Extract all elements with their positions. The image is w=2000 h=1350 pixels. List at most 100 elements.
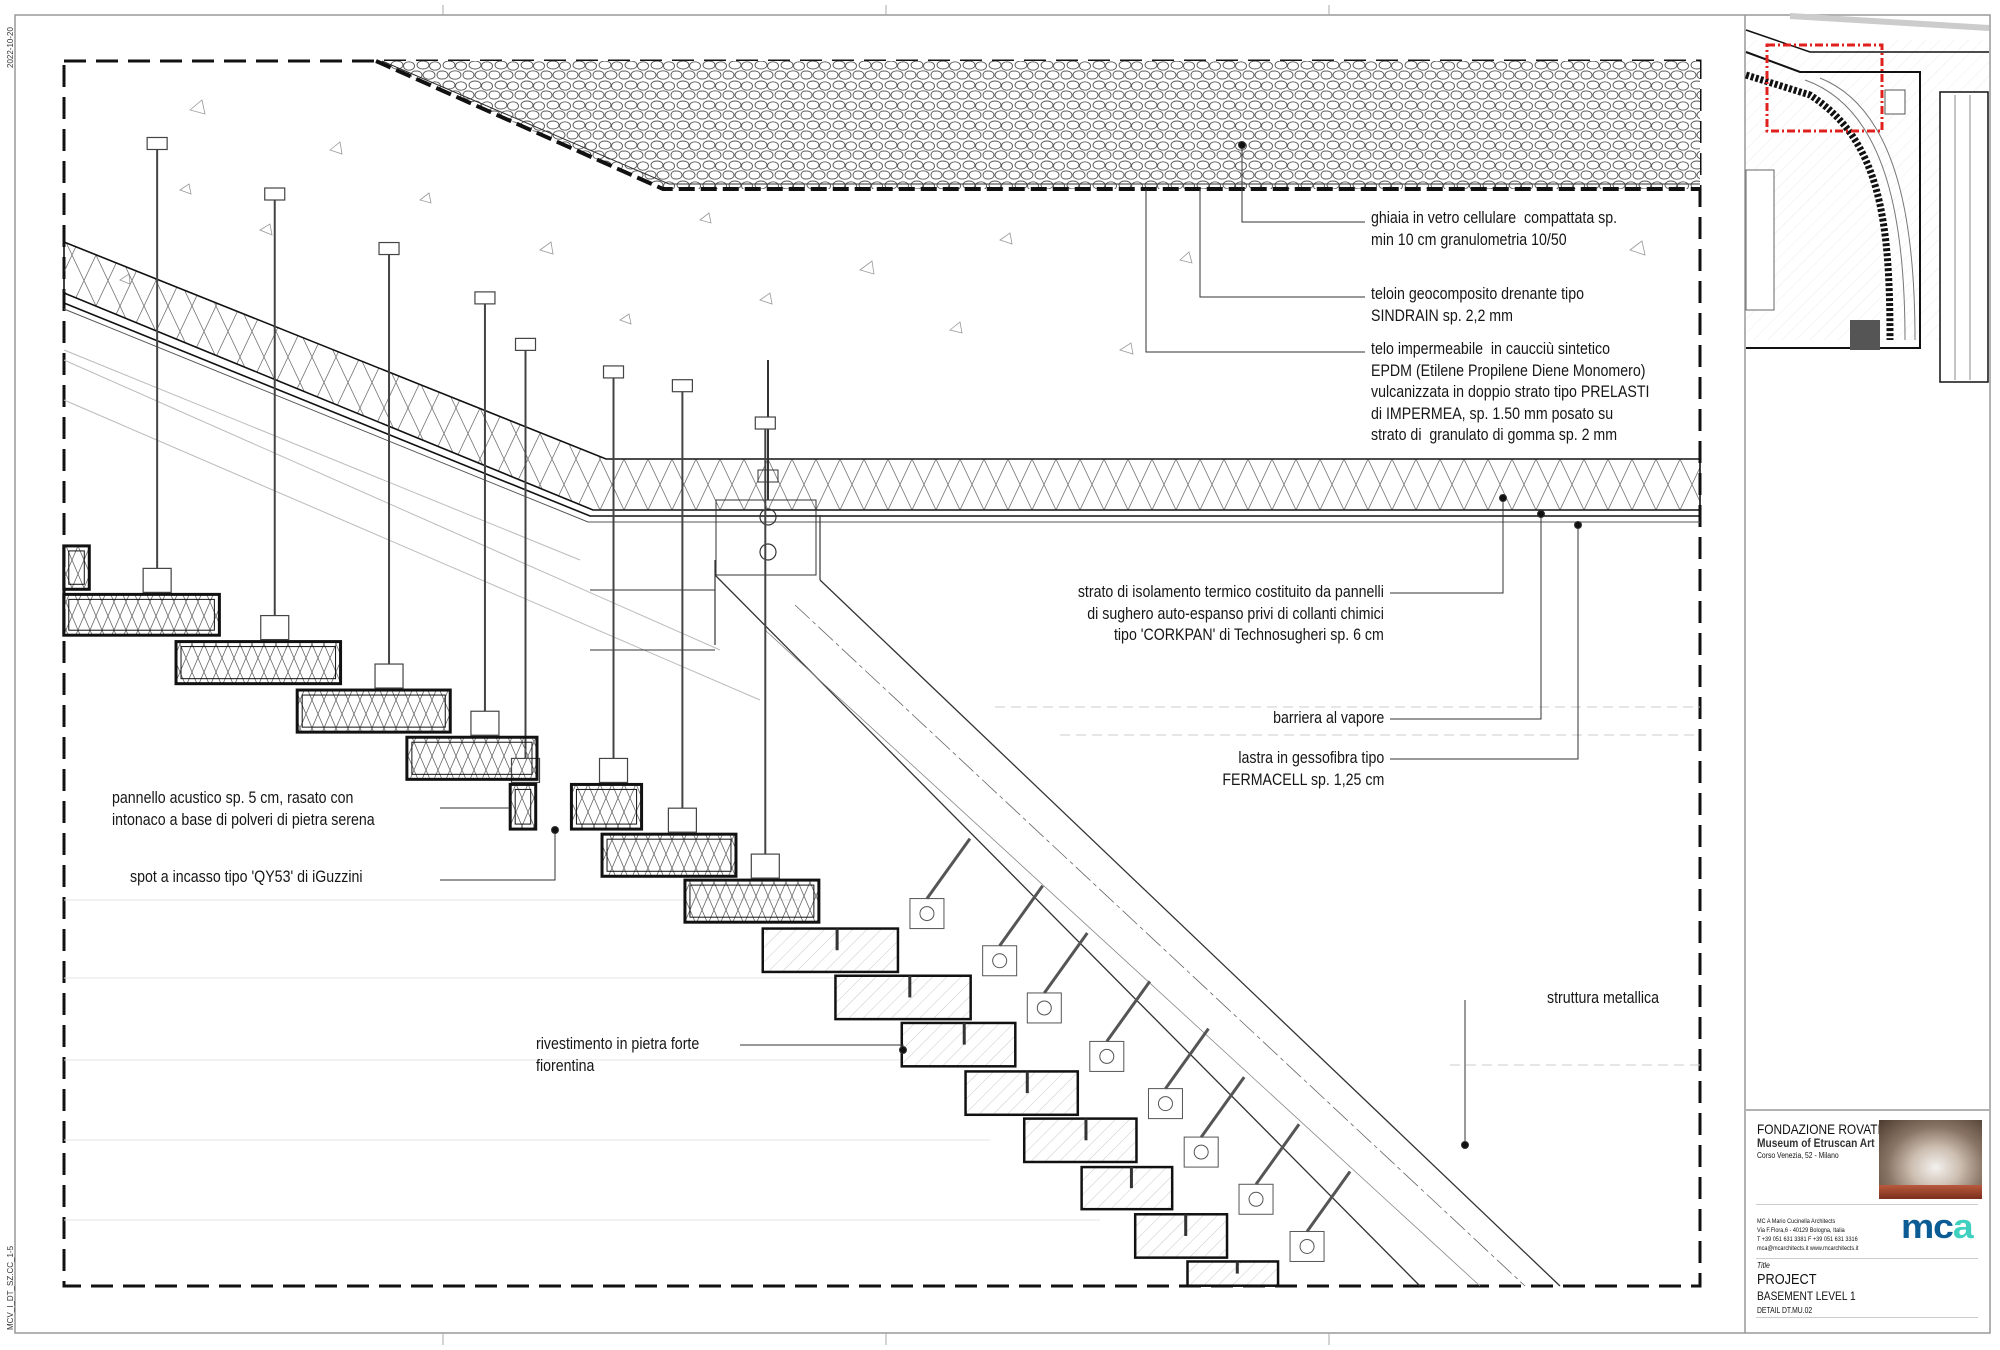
- bolt: [1157, 1096, 1173, 1112]
- acoustic-panel: [62, 544, 91, 591]
- annotation-geocomposite: teloin geocomposito drenante tipo SINDRA…: [1371, 285, 1584, 325]
- key-plan: [1744, 13, 1990, 383]
- bolt: [1248, 1191, 1264, 1207]
- bolt: [992, 953, 1008, 969]
- soil-fill: [119, 99, 1646, 355]
- stone-brackets: [835, 837, 1352, 1274]
- sheet-code: MCV_I_DT_SZ.CC_1-5: [6, 1245, 15, 1330]
- gypsum-board-line: [63, 302, 1700, 517]
- bolt: [1299, 1238, 1315, 1254]
- hanger-bracket: [602, 365, 625, 379]
- bracket-arm: [925, 837, 972, 900]
- acoustic-panel: [569, 782, 644, 831]
- gravel-layer: [376, 61, 1700, 189]
- annotation-insulation: strato di isolamento termico costituito …: [1077, 583, 1384, 644]
- acoustic-panel: [600, 832, 738, 878]
- acoustic-panel: [508, 782, 538, 831]
- hanger-bracket: [264, 187, 286, 201]
- annotation-acoustic-panel: pannello acustico sp. 5 cm, rasato con i…: [112, 789, 375, 829]
- bolt: [1193, 1144, 1209, 1160]
- bracket: [982, 945, 1018, 977]
- cork-insulation-layer: [63, 240, 1701, 511]
- bolt: [919, 906, 935, 922]
- hanger-bracket: [514, 337, 537, 351]
- drainage-membrane: [375, 59, 1700, 191]
- sheet-title: PROJECT: [1757, 1271, 1817, 1288]
- hanger-clip: [667, 807, 697, 833]
- architect-phone: T +39 051 631 3381 F +39 051 631 3316: [1757, 1236, 1858, 1243]
- sheet-subtitle: BASEMENT LEVEL 1: [1757, 1289, 1856, 1303]
- detail-code: DETAIL DT.MU.02: [1757, 1306, 1813, 1315]
- stone-panel: [761, 927, 900, 974]
- hanger-clip: [470, 710, 500, 736]
- annotation-gypsum-board: lastra in gessofibra tipo FERMACELL sp. …: [1222, 749, 1384, 789]
- bracket-arm: [1305, 1170, 1352, 1233]
- hanger-bracket: [671, 379, 693, 393]
- annotation-vapour-barrier: barriera al vapore: [1272, 709, 1384, 727]
- annotation-spotlight: spot a incasso tipo 'QY53' di iGuzzini: [130, 868, 363, 886]
- hanger-clip: [598, 757, 629, 784]
- stone-panel: [1080, 1165, 1174, 1211]
- steel-structure: [590, 360, 1561, 1287]
- stone-panel: [834, 974, 972, 1021]
- hanger-clip: [260, 614, 290, 641]
- bracket-arm: [1043, 932, 1089, 994]
- key-plan-highlight: [1765, 43, 1884, 133]
- hanger-clip: [750, 853, 780, 879]
- project-address: Corso Venezia, 52 - Milano: [1757, 1151, 1839, 1160]
- panel-hangers: [142, 136, 780, 879]
- architect-web: mca@mcarchitects.it www.mcarchitects.it: [1757, 1245, 1859, 1252]
- acoustic-panel: [683, 878, 821, 924]
- bracket-arm: [1105, 980, 1152, 1043]
- bracket: [909, 898, 945, 930]
- acoustic-panel: [295, 688, 452, 734]
- hanger-bracket: [474, 291, 496, 305]
- annotation-membrane: telo impermeabile in caucciù sintetico E…: [1371, 340, 1650, 444]
- architect-address: Via F.Flora,6 - 40129 Bologna, Italia: [1757, 1227, 1845, 1234]
- hanger-bracket: [146, 136, 168, 151]
- stone-panel: [1133, 1213, 1229, 1259]
- client-name: FONDAZIONE ROVATI: [1757, 1121, 1881, 1137]
- stone-panel: [1186, 1260, 1280, 1287]
- project-name: Museum of Etruscan Art: [1757, 1136, 1875, 1150]
- bolt: [1099, 1048, 1115, 1064]
- stone-cladding-panels: [761, 927, 1280, 1287]
- title-label: Title: [1757, 1261, 1770, 1270]
- hanger-bracket: [378, 241, 400, 256]
- bracket-arm: [998, 884, 1044, 947]
- architect-name: MC A Mario Cucinella Architects: [1757, 1218, 1836, 1225]
- bracket-arm: [1164, 1027, 1210, 1090]
- bracket: [1026, 992, 1062, 1024]
- acoustic-panels: [62, 544, 821, 924]
- bracket: [1183, 1136, 1219, 1168]
- annotation-steel-structure: struttura metallica: [1547, 989, 1659, 1007]
- bracket: [1089, 1040, 1125, 1072]
- stone-panel: [900, 1021, 1017, 1068]
- sheet-border: [14, 14, 1991, 1334]
- bracket: [1238, 1183, 1274, 1215]
- bolt: [1036, 1000, 1052, 1016]
- stone-panel: [964, 1070, 1080, 1117]
- hanger-clip: [142, 567, 172, 593]
- hanger-bracket: [754, 416, 776, 430]
- bracket-arm: [1254, 1123, 1301, 1186]
- annotation-stone-cladding: rivestimento in pietra forte fiorentina: [536, 1035, 700, 1075]
- bracket-arm: [1199, 1076, 1246, 1138]
- annotation-gravel: ghiaia in vetro cellulare compattata sp.…: [1371, 209, 1618, 249]
- stone-panel: [1022, 1117, 1138, 1164]
- acoustic-panel: [174, 640, 343, 686]
- acoustic-panel: [405, 735, 539, 781]
- sheet-date: 2022-10-20: [6, 27, 15, 68]
- reference-lines: [995, 706, 1700, 1066]
- bracket: [1289, 1230, 1325, 1262]
- acoustic-panel: [62, 592, 221, 637]
- project-render-image: [1879, 1120, 1982, 1199]
- hanger-clip: [374, 663, 404, 689]
- mca-logo: mca: [1901, 1208, 1974, 1246]
- bracket: [1147, 1088, 1183, 1120]
- title-block: FONDAZIONE ROVATI Museum of Etruscan Art…: [1746, 1110, 1988, 1332]
- leader-lines: [440, 141, 1582, 1149]
- ceiling-lines: [64, 899, 1100, 1221]
